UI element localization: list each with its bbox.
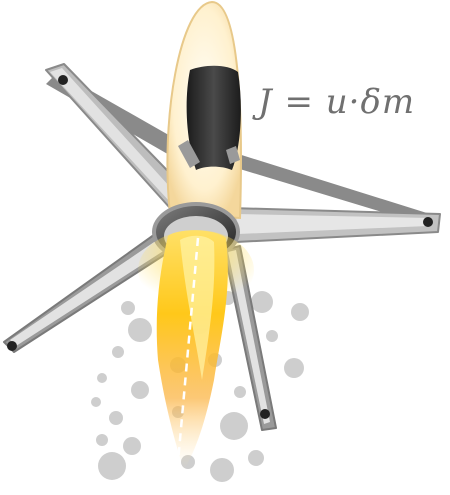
rocket-body (166, 0, 242, 220)
body-band (186, 65, 241, 170)
support-struts (3, 63, 441, 431)
impulse-formula: J = u·δm (258, 82, 416, 122)
flame-centerline (176, 237, 200, 463)
exhaust-flame (138, 230, 254, 470)
strut-right (230, 152, 430, 226)
